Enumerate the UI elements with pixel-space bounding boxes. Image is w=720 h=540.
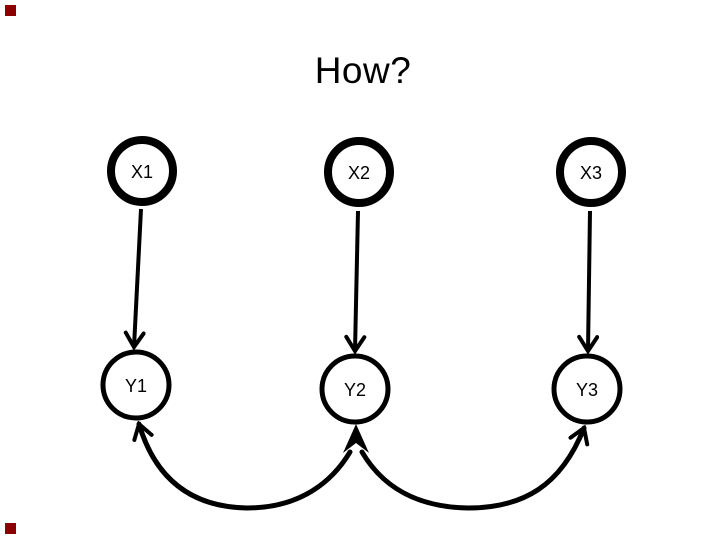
node-x2-label: X2 [348,163,370,183]
arrowhead-into-y2 [343,424,369,453]
node-x2: X2 [324,137,394,207]
node-y3: Y3 [551,353,623,425]
corner-marker-bottom-left [5,523,16,534]
node-x2-circle [324,137,394,207]
edge-x1-y1-arrow [123,208,146,351]
edge-x3-y3-arrow [577,210,600,355]
slide-title: How? [315,50,412,91]
corner-marker-top-left [5,5,16,16]
node-x3: X3 [556,137,626,207]
edge-y2-y3-curve [359,424,590,511]
node-x1: X1 [107,136,177,206]
node-y1: Y1 [100,349,172,421]
node-y3-label: Y3 [576,380,598,400]
node-y1-label: Y1 [125,376,147,396]
node-x1-circle [107,136,177,206]
edge-y1-y2-curve [132,420,353,511]
node-y2: Y2 [319,353,391,425]
node-y2-circle [319,353,391,425]
node-x3-circle [556,137,626,207]
node-x1-label: X1 [131,162,153,182]
node-y1-circle [100,349,172,421]
node-y3-circle [551,353,623,425]
edge-x2-y2-arrow [344,210,367,355]
node-x3-label: X3 [580,163,602,183]
node-y2-label: Y2 [344,380,366,400]
